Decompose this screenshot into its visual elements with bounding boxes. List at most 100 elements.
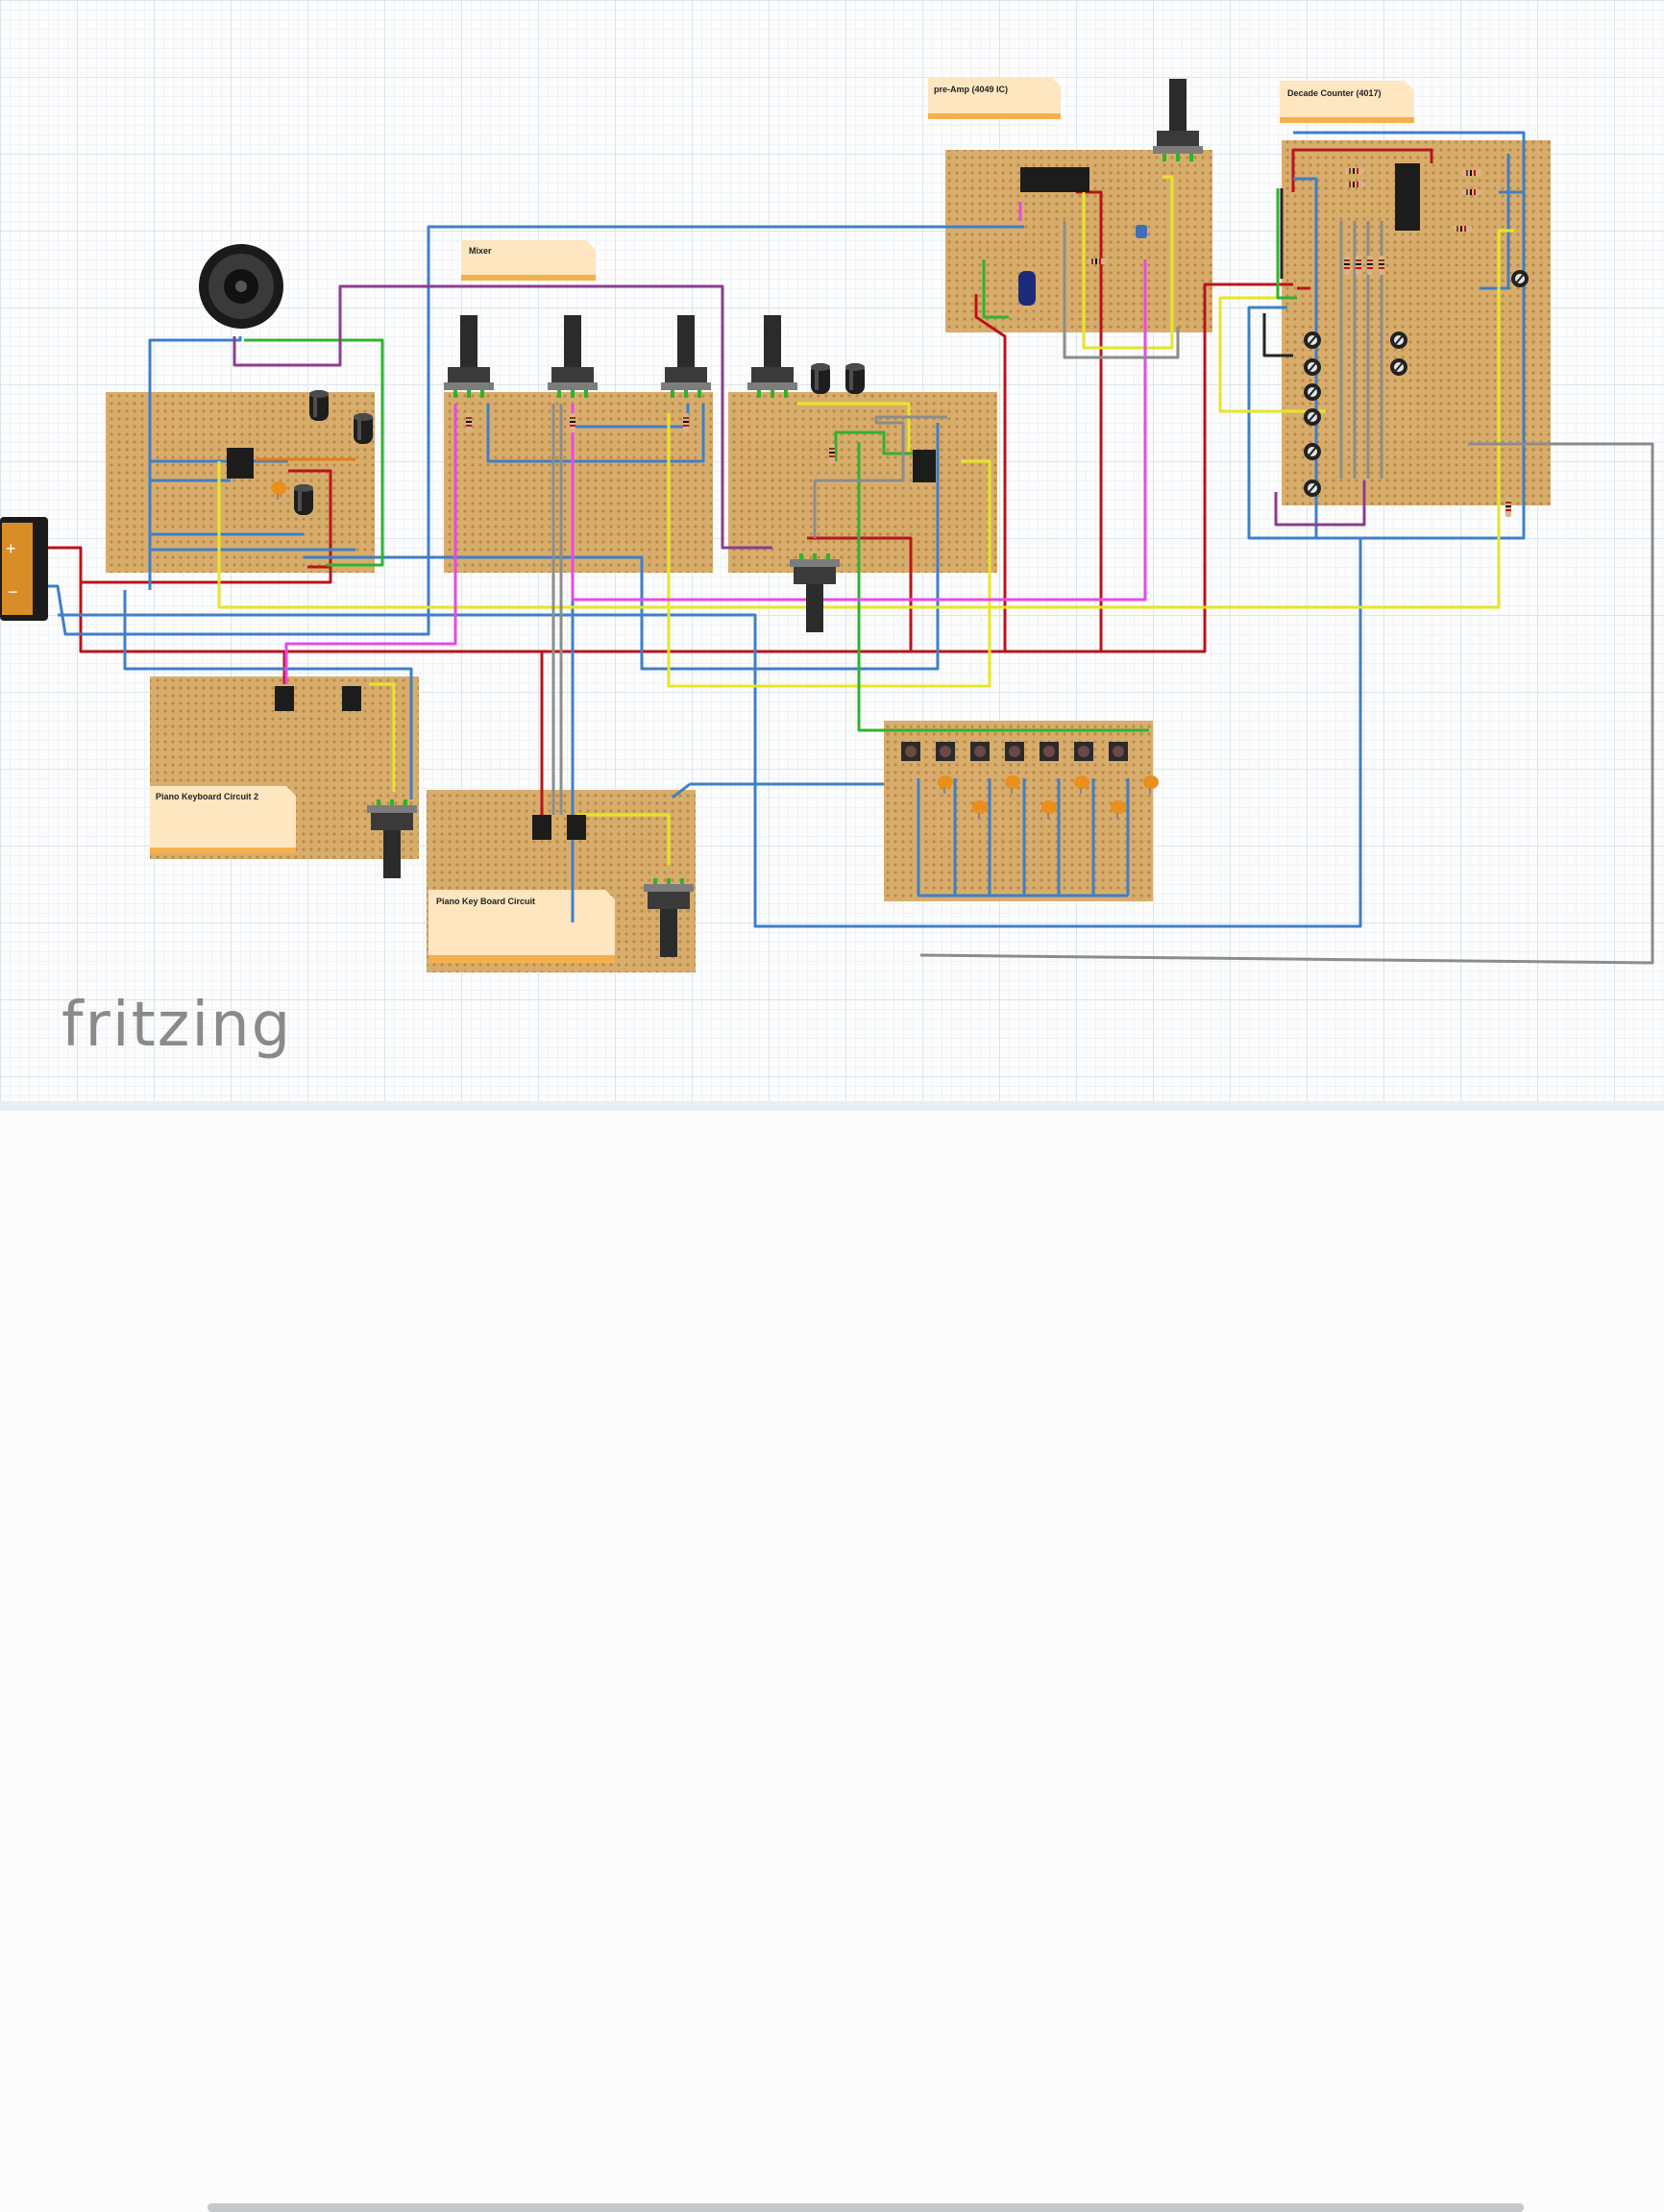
note-mixer[interactable]: Mixer [461, 240, 596, 281]
wire-blue-b[interactable] [148, 336, 242, 590]
resistor-decade-2[interactable] [1345, 182, 1364, 187]
wire-red-out[interactable] [288, 469, 332, 569]
key-button-1[interactable] [901, 742, 920, 761]
wire-gray-e[interactable] [1339, 221, 1383, 479]
wire-yellow-c[interactable] [797, 402, 911, 452]
wire-yellow-d[interactable] [1082, 175, 1174, 350]
wire-red-b[interactable] [807, 536, 913, 651]
capacitor-1[interactable] [309, 390, 329, 421]
wire-red-c[interactable] [974, 294, 1007, 651]
speaker[interactable] [199, 244, 283, 329]
wire-blue-g[interactable] [486, 404, 705, 463]
note-piano1[interactable]: Piano Key Board Circuit [428, 890, 615, 963]
note-decade[interactable]: Decade Counter (4017) [1280, 81, 1414, 123]
stripboard-mixer[interactable] [444, 392, 713, 573]
capacitor-5[interactable] [845, 363, 865, 394]
note-piano2[interactable]: Piano Keyboard Circuit 2 [150, 786, 296, 853]
potentiometer-mixer-3[interactable] [661, 315, 711, 398]
trimmer-5[interactable] [1304, 443, 1321, 460]
resistor-mixer-2[interactable] [570, 413, 575, 432]
wire-black-a[interactable] [1262, 188, 1293, 357]
potentiometer-mixer-1[interactable] [444, 315, 494, 398]
stripboard-filter[interactable] [728, 392, 997, 573]
potentiometer-volume[interactable] [790, 553, 840, 632]
resistor-preamp[interactable] [1088, 258, 1107, 264]
key-button-3[interactable] [970, 742, 990, 761]
resistor-decade-9[interactable] [1379, 256, 1384, 275]
wire-green-c[interactable] [834, 430, 913, 461]
wire-green-d[interactable] [982, 259, 1009, 319]
trimmer-1[interactable] [1304, 332, 1321, 349]
note-preamp[interactable]: pre-Amp (4049 IC) [928, 77, 1061, 119]
trimmer-3[interactable] [1304, 383, 1321, 401]
stripboard-output-amp[interactable] [106, 392, 375, 573]
wire-green-e[interactable] [1276, 188, 1297, 300]
wire-blue-e[interactable] [304, 423, 940, 671]
key-button-7[interactable] [1109, 742, 1128, 761]
wire-gray-b[interactable] [919, 442, 1654, 965]
wire-gray-a[interactable] [551, 404, 563, 815]
potentiometer-filter[interactable] [747, 315, 797, 398]
wire-blue-i[interactable] [350, 667, 413, 792]
key-button-5[interactable] [1040, 742, 1059, 761]
resistor-decade-3[interactable] [1462, 170, 1481, 176]
wire-green-a[interactable] [244, 338, 384, 567]
horizontal-scrollbar-thumb[interactable] [208, 2203, 1524, 2212]
wire-purple-a[interactable] [232, 284, 772, 550]
potentiometer-preamp[interactable] [1153, 79, 1203, 161]
key-button-2[interactable] [936, 742, 955, 761]
wire-blue-main[interactable] [38, 225, 1024, 636]
capacitor-2[interactable] [354, 413, 373, 444]
wire-gray-c[interactable] [1063, 221, 1180, 359]
resistor-decade-8[interactable] [1367, 256, 1373, 275]
battery[interactable]: + − [0, 517, 48, 621]
resistor-filter[interactable] [829, 444, 835, 463]
resistor-decade-6[interactable] [1344, 256, 1350, 275]
wire-blue-k[interactable] [1480, 154, 1510, 290]
capacitor-4[interactable] [811, 363, 830, 394]
resistor-decade-10[interactable] [1505, 498, 1511, 517]
trimmer-6[interactable] [1304, 479, 1321, 497]
wire-purple-b[interactable] [1274, 480, 1366, 527]
key-button-4[interactable] [1005, 742, 1024, 761]
wire-yellow-g[interactable] [576, 813, 671, 865]
wire-blue-keys[interactable] [917, 778, 1130, 897]
ic-opamp[interactable] [913, 450, 936, 482]
ic-piano2-b[interactable] [342, 686, 361, 711]
wire-blue-d[interactable] [58, 306, 1362, 928]
capacitor-ceramic-blue[interactable] [1136, 225, 1147, 238]
wire-magenta-b[interactable] [571, 259, 1147, 602]
horizontal-scrollbar[interactable] [0, 1101, 1664, 2212]
potentiometer-mixer-2[interactable] [548, 315, 598, 398]
wire-green-b[interactable] [857, 442, 903, 732]
wire-blue-h[interactable] [672, 782, 884, 799]
resistor-decade-1[interactable] [1345, 168, 1364, 174]
wire-magenta-a[interactable] [284, 404, 457, 684]
wire-yellow-b[interactable] [667, 413, 991, 688]
ic-4049[interactable] [1020, 167, 1089, 192]
ic-piano2-a[interactable] [275, 686, 294, 711]
ic-piano1-a[interactable] [532, 815, 551, 840]
ic-lm386[interactable] [227, 448, 254, 479]
trimmer-2[interactable] [1304, 358, 1321, 376]
wire-yellow-e[interactable] [1218, 296, 1326, 413]
trimmer-7[interactable] [1390, 332, 1407, 349]
resistor-decade-7[interactable] [1356, 256, 1361, 275]
ic-4017[interactable] [1395, 163, 1420, 231]
trimmer-4[interactable] [1304, 408, 1321, 426]
wire-yellow-a[interactable] [217, 229, 1514, 609]
wire-yellow-f[interactable] [369, 682, 396, 792]
resistor-decade-5[interactable] [1453, 226, 1472, 232]
resistor-decade-4[interactable] [1462, 189, 1481, 195]
key-button-6[interactable] [1074, 742, 1093, 761]
capacitor-blue[interactable] [1018, 271, 1036, 306]
resistor-mixer-3[interactable] [683, 413, 689, 432]
ic-piano1-b[interactable] [567, 815, 586, 840]
trimmer-9[interactable] [1511, 270, 1529, 287]
resistor-mixer-1[interactable] [466, 413, 472, 432]
capacitor-3[interactable] [294, 484, 313, 515]
wire-gray-d[interactable] [813, 415, 947, 538]
trimmer-8[interactable] [1390, 358, 1407, 376]
wire-red-g[interactable] [1291, 148, 1433, 192]
